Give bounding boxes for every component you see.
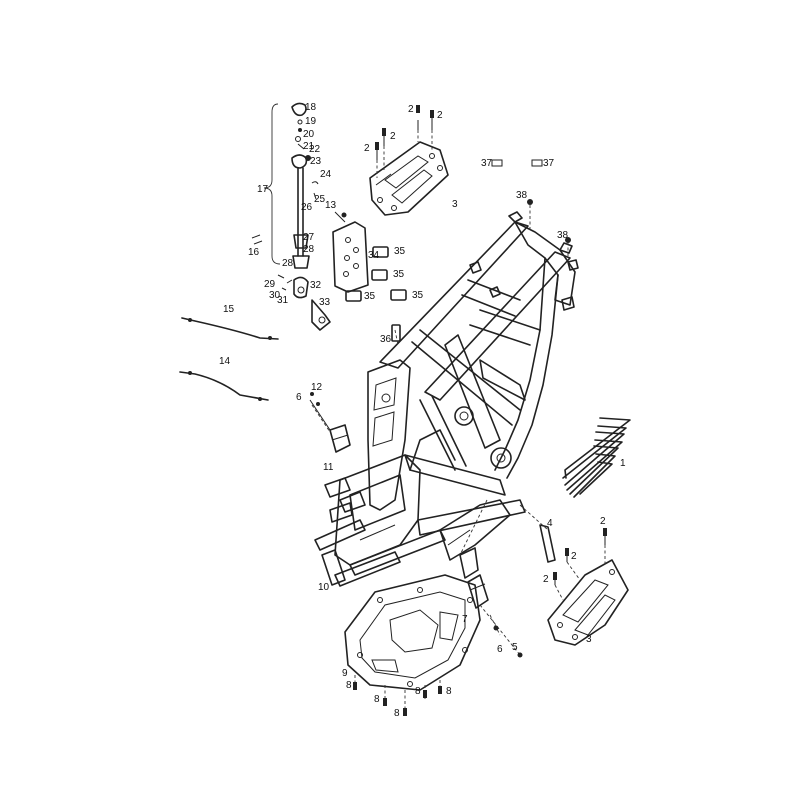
callout-2-a: 2: [408, 104, 414, 115]
callout-32: 32: [310, 280, 322, 291]
main-frame: [314, 211, 579, 587]
callout-10: 10: [318, 582, 330, 593]
callout-8-d: 8: [415, 686, 421, 697]
callout-2-g: 2: [543, 574, 549, 585]
callout-30: 30: [269, 290, 281, 301]
callout-37-a: 37: [481, 158, 493, 169]
bracket-34: [332, 211, 369, 293]
callout-18: 18: [305, 102, 317, 113]
skid-plate-9: [344, 574, 481, 691]
assembly-leaders: [311, 130, 606, 712]
callout-6-upper: 6: [296, 392, 302, 403]
rod-4: [519, 504, 556, 563]
cable-15: [181, 317, 279, 340]
callout-13: 13: [325, 200, 337, 211]
callout-7: 7: [462, 614, 468, 625]
callout-34: 34: [368, 250, 380, 261]
bracket-7: [467, 574, 489, 609]
callout-8-e: 8: [446, 686, 452, 697]
callout-2-e: 2: [600, 516, 606, 527]
callout-38-a: 38: [516, 190, 528, 201]
callout-28-lower: 28: [282, 258, 294, 269]
callout-31: 31: [277, 295, 289, 306]
callout-33: 33: [319, 297, 331, 308]
callout-23: 23: [310, 156, 322, 167]
callout-35-b: 35: [393, 269, 405, 280]
callout-27: 27: [303, 232, 315, 243]
callout-6-lower: 6: [497, 644, 503, 655]
callout-35-a: 35: [394, 246, 406, 257]
callout-labels: 18 19 20 21 22 23 24 25 26 27 28 28 17 1…: [219, 102, 626, 719]
callout-24: 24: [320, 169, 332, 180]
callout-25: 25: [314, 194, 326, 205]
callout-28-upper: 28: [303, 244, 315, 255]
callout-5: 5: [512, 642, 518, 653]
callout-37-b: 37: [543, 158, 555, 169]
callout-29: 29: [264, 279, 276, 290]
callout-3-bottom: 3: [586, 634, 592, 645]
callout-8-a: 8: [346, 680, 352, 691]
callout-35-c: 35: [364, 291, 376, 302]
fasteners: [341, 105, 607, 716]
rubber-pads-35: [345, 246, 407, 342]
callout-11: 11: [323, 462, 334, 473]
callout-20: 20: [303, 129, 315, 140]
callout-12: 12: [311, 382, 323, 393]
callout-3-top: 3: [452, 199, 458, 210]
callout-2-c: 2: [390, 131, 396, 142]
rear-carrier-plate-top: [369, 118, 449, 216]
straps-1: [562, 417, 631, 498]
callout-26: 26: [301, 202, 313, 213]
callout-38-b: 38: [557, 230, 569, 241]
callout-35-d: 35: [412, 290, 424, 301]
callout-14: 14: [219, 356, 231, 367]
steering-column-assembly: [251, 102, 331, 331]
callout-9: 9: [342, 668, 348, 679]
callout-15: 15: [223, 304, 235, 315]
rear-carrier-plate-bottom: [547, 535, 629, 646]
callout-22: 22: [309, 144, 321, 155]
callout-2-f: 2: [571, 551, 577, 562]
callout-2-d: 2: [364, 143, 370, 154]
callout-4: 4: [547, 518, 553, 529]
callout-21: 21: [303, 141, 315, 152]
callout-2-b: 2: [437, 110, 443, 121]
callout-16: 16: [248, 247, 260, 258]
callout-8-b: 8: [374, 694, 380, 705]
callout-1: 1: [620, 458, 626, 469]
callout-17: 17: [257, 184, 269, 195]
callout-8-c: 8: [394, 708, 400, 719]
bracket-11: [309, 392, 351, 453]
callout-19: 19: [305, 116, 317, 127]
callout-36: 36: [380, 334, 392, 345]
cable-14: [179, 371, 269, 401]
